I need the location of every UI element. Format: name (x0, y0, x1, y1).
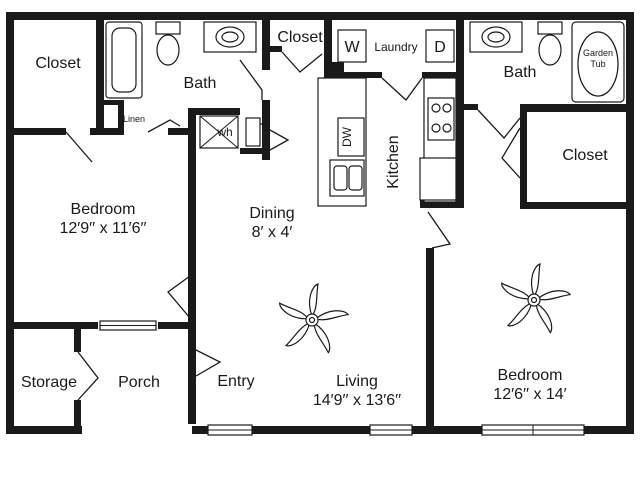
wall-bath-right (262, 100, 270, 160)
wall-rbath-bottom-b (520, 104, 626, 112)
label-dining-dim: 8′ x 4′ (252, 224, 293, 241)
wall-storage-bottom (74, 400, 81, 434)
door-bedroom-left (167, 275, 191, 319)
wall-laundry-bottom-c (422, 72, 462, 78)
outer-wall-bottom-right (192, 426, 634, 434)
range (427, 97, 455, 141)
fixtures (105, 21, 625, 207)
wall-kitchen-right (456, 12, 464, 208)
wall-topcloset-bottom (262, 46, 282, 52)
wall-bedroom-bottom-b (158, 322, 196, 329)
label-dryer: D (434, 39, 446, 56)
ceiling-fan-icon (501, 263, 572, 334)
wall-closet-bath (96, 12, 104, 132)
washer (337, 29, 367, 63)
wall-linen-left (118, 100, 124, 134)
door-kitchen (427, 211, 452, 249)
label-bedroom-left-dim: 12′9′′ x 11′6′′ (59, 220, 146, 237)
windows (99, 320, 585, 436)
label-washer: W (344, 39, 360, 56)
label-laundry: Laundry (374, 40, 417, 54)
door-linen (147, 119, 181, 133)
label-living-dim: 14′9′′ x 13′6′′ (313, 392, 401, 409)
wall-rcloset-left (520, 104, 527, 208)
wall-storage-top (74, 322, 81, 352)
wall-bedroom-dining (188, 108, 196, 424)
label-dishwasher: DW (340, 126, 354, 147)
wall-rcloset-bottom (520, 202, 626, 209)
label-bath-right: Bath (504, 64, 537, 81)
dishwasher (337, 117, 365, 157)
door-laundry (381, 77, 423, 101)
label-linen: Linen (123, 114, 145, 124)
wall-linen-bottom (168, 128, 190, 135)
toilet-right (538, 34, 562, 66)
wall-bath-bottom (188, 108, 240, 115)
door-closet-left (65, 131, 93, 163)
label-water-heater: wh (216, 125, 232, 139)
labels: Closet Bath Closet Laundry W D Bath Gard… (21, 29, 613, 409)
wall-topcloset-left (262, 12, 270, 70)
wall-topcloset-right (324, 12, 332, 82)
refrigerator (419, 157, 457, 201)
label-bath-left: Bath (184, 75, 217, 92)
door-entry (195, 349, 222, 377)
outer-wall-top (6, 12, 634, 20)
outer-wall-left (6, 12, 14, 434)
wall-linen-top (104, 100, 124, 105)
wall-bedroom-bottom-a (6, 322, 98, 329)
walls (6, 12, 634, 434)
outer-wall-bottom-left (6, 426, 82, 434)
wall-living-bedroom (426, 248, 434, 434)
wall-closet-bottom-a (6, 128, 66, 135)
label-closet-top: Closet (277, 29, 323, 46)
toilet-tank-right (537, 21, 563, 35)
label-dining: Dining (249, 205, 294, 222)
door-rcloset (501, 127, 521, 179)
door-topcloset (281, 51, 323, 73)
door-rbath (477, 109, 521, 139)
label-porch: Porch (118, 374, 160, 391)
wall-rbath-bottom-a (464, 104, 478, 110)
label-garden-tub-1: Garden (583, 48, 613, 58)
wall-laundry-bottom-b (332, 72, 382, 78)
label-closet-right: Closet (562, 147, 608, 164)
dryer (425, 29, 455, 63)
label-kitchen: Kitchen (385, 135, 402, 188)
door-bath-left (239, 59, 263, 100)
label-bedroom-right: Bedroom (498, 367, 563, 384)
outer-wall-right (626, 12, 634, 434)
wall-wh-bottom (240, 148, 270, 154)
ceiling-fan-icon (279, 283, 350, 354)
label-closet-left: Closet (35, 55, 81, 72)
door-storage (77, 351, 99, 401)
label-storage: Storage (21, 374, 77, 391)
toilet-left (156, 34, 180, 66)
label-entry: Entry (217, 373, 254, 390)
label-bedroom-left: Bedroom (71, 201, 136, 218)
wall-kitchen-bottom (420, 200, 464, 208)
label-living: Living (336, 373, 378, 390)
wall-closet-bottom-b (90, 128, 124, 135)
label-bedroom-right-dim: 12′6′′ x 14′ (493, 386, 566, 403)
label-garden-tub-2: Tub (590, 59, 605, 69)
toilet-tank-left (155, 21, 181, 35)
